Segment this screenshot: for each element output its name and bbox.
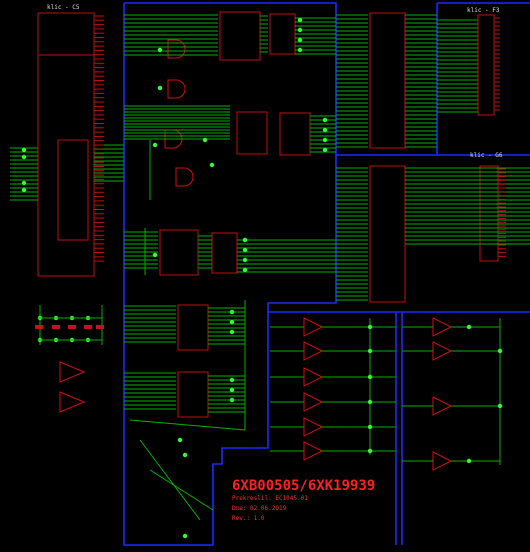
buffer-b2 <box>59 391 86 413</box>
ic-u11 <box>177 371 209 418</box>
ic-u9 <box>369 165 406 303</box>
title-block: 6XB00505/6XK19939 Prekreslil: EC1045.01 … <box>232 478 375 522</box>
buffer-s3 <box>432 396 453 416</box>
junction-dot <box>242 267 248 273</box>
junction-dot <box>152 142 158 148</box>
junction-dot <box>297 27 303 33</box>
ic-u7 <box>211 232 238 274</box>
buffer-r3 <box>303 367 324 387</box>
junction-dot <box>367 324 373 330</box>
buffer-s2 <box>432 341 453 361</box>
junction-dot <box>367 374 373 380</box>
junction-dot <box>242 257 248 263</box>
junction-dot <box>229 319 235 325</box>
junction-dot <box>157 85 163 91</box>
junction-dot <box>182 533 188 539</box>
connector-f3-label: klic - F3 <box>467 7 500 14</box>
buffer-s4 <box>432 451 453 471</box>
ic-chips <box>57 11 406 418</box>
gate-g2 <box>167 79 186 99</box>
wire <box>129 419 246 431</box>
junction-dot <box>466 458 472 464</box>
junction-dot <box>209 162 215 168</box>
buffer-r6 <box>303 441 324 461</box>
wire <box>139 439 201 521</box>
buffer-b1 <box>59 361 86 383</box>
junction-dot <box>229 397 235 403</box>
title-line-2: Dne: 02.06.2019 <box>232 505 287 512</box>
ic-u1 <box>57 139 89 241</box>
junction-dot <box>202 137 208 143</box>
junction-dot <box>297 17 303 23</box>
resistor-array <box>35 317 104 341</box>
junction-dot <box>242 247 248 253</box>
junction-dot <box>367 424 373 430</box>
junction-dot <box>322 127 328 133</box>
connector-f3: klic - F3 <box>467 7 500 116</box>
buffer-r4 <box>303 392 324 412</box>
junction-dot <box>157 47 163 53</box>
junction-dot <box>322 117 328 123</box>
ic-u5 <box>279 112 311 156</box>
buffer-r5 <box>303 417 324 437</box>
junction-dot <box>21 147 27 153</box>
ic-u6 <box>159 229 199 276</box>
ic-u2 <box>219 11 261 61</box>
junction-dot <box>229 387 235 393</box>
gate-g1 <box>167 39 186 59</box>
ic-u10 <box>177 304 209 351</box>
junction-dot <box>21 187 27 193</box>
junction-dot <box>152 252 158 258</box>
connector-c5-label: klic - C5 <box>47 4 80 11</box>
junction-dot <box>229 377 235 383</box>
junction-dot <box>21 180 27 186</box>
ic-u8 <box>369 12 406 149</box>
junction-dot <box>497 403 503 409</box>
connector-g6: klic - G6 <box>470 152 503 262</box>
buffer-r1 <box>303 317 324 337</box>
junction-dot <box>21 154 27 160</box>
buffer-s1 <box>432 317 453 337</box>
junction-dot <box>229 309 235 315</box>
buffer-r2 <box>303 341 324 361</box>
junction-dot <box>242 237 248 243</box>
junction-dot <box>177 437 183 443</box>
title-line-3: Rev.: 1.0 <box>232 515 265 522</box>
junction-dot <box>229 329 235 335</box>
junction-dot <box>322 147 328 153</box>
junction-dot <box>367 348 373 354</box>
junction-dot <box>466 324 472 330</box>
bus-left-main <box>123 3 530 546</box>
junction-dot <box>367 448 373 454</box>
junction-dot <box>297 37 303 43</box>
logic-gates <box>59 39 453 471</box>
drawing-title: 6XB00505/6XK19939 <box>232 478 375 494</box>
wire <box>149 469 214 511</box>
gate-g4 <box>175 167 194 187</box>
junction-dot <box>367 399 373 405</box>
junction-dot <box>182 452 188 458</box>
wires <box>10 14 530 521</box>
bus-top <box>124 2 337 312</box>
title-line-1: Prekreslil: EC1045.01 <box>232 495 308 502</box>
junction-dot <box>497 348 503 354</box>
junction-dot <box>322 137 328 143</box>
ic-u4 <box>236 111 268 155</box>
connector-g6-label: klic - G6 <box>470 152 503 159</box>
ic-u3 <box>269 13 296 55</box>
junction-dot <box>297 47 303 53</box>
pin-stubs <box>94 15 506 262</box>
